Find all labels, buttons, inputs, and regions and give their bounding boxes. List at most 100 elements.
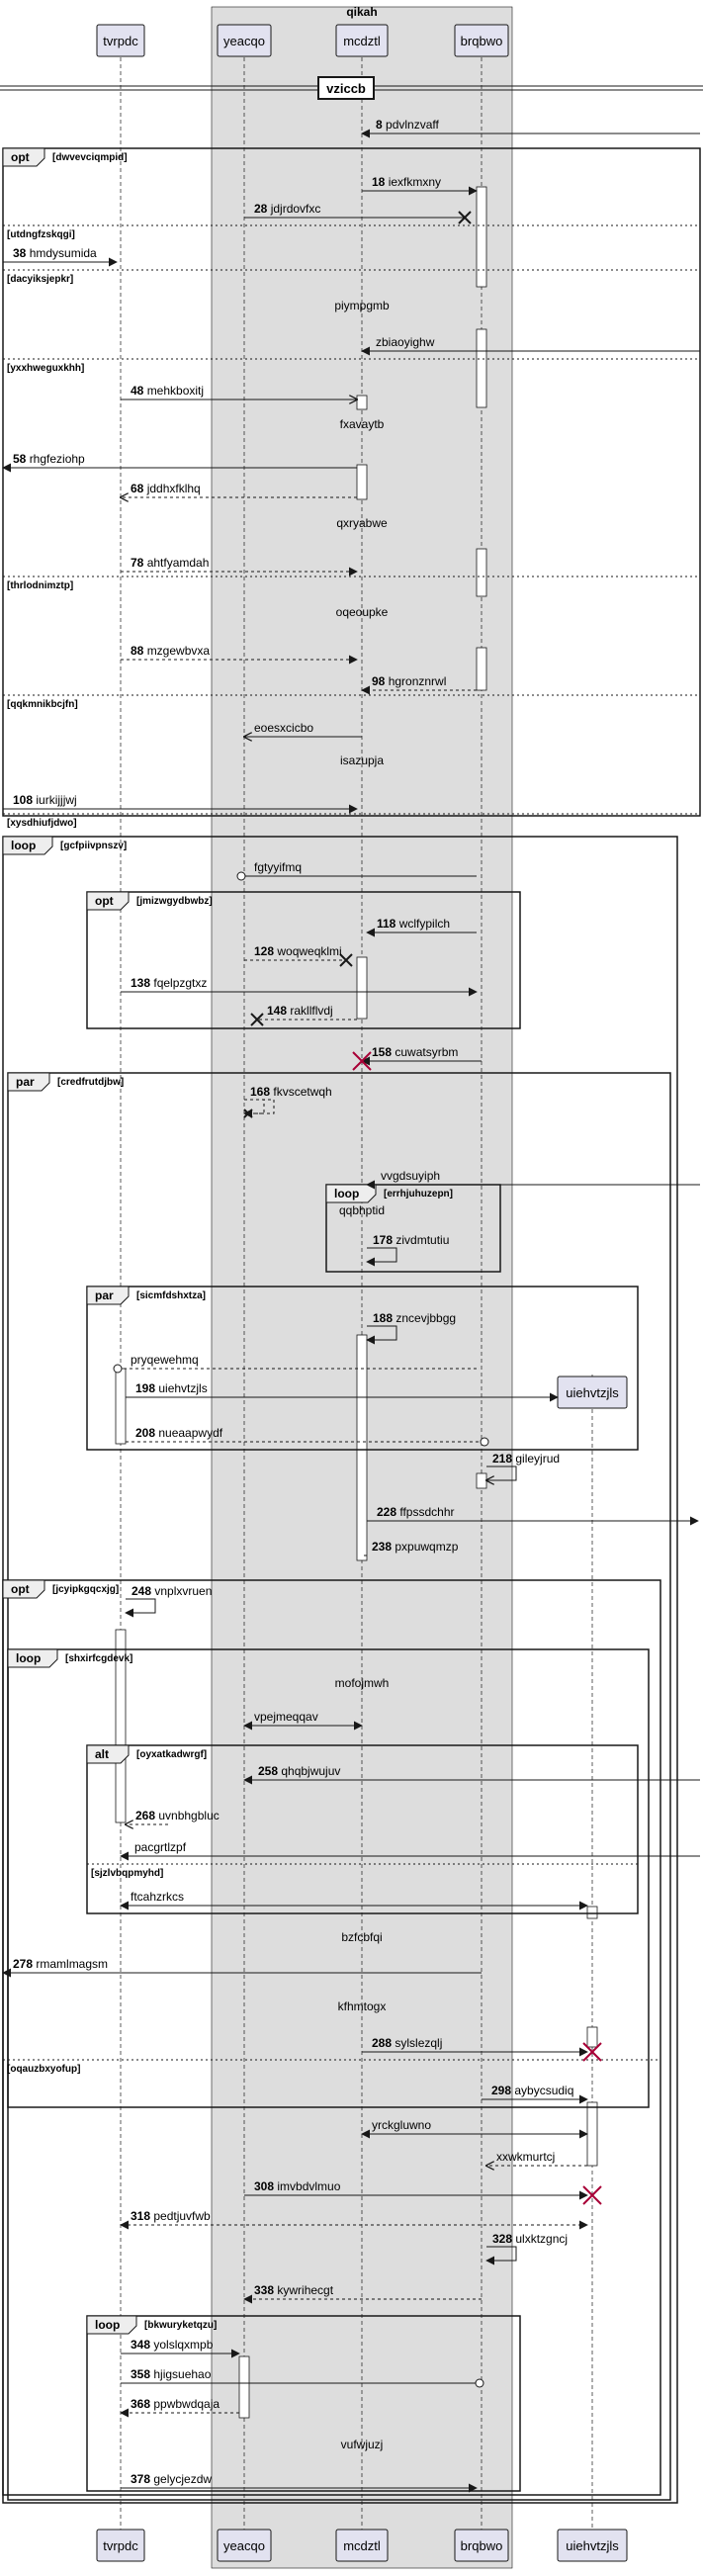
message-number: 178 [373, 1233, 395, 1247]
activation-bar [356, 464, 368, 500]
message-number: 338 [254, 2283, 277, 2297]
fragment-guard: [qqkmnikbcjfn] [7, 699, 78, 710]
activation-bar [586, 2026, 598, 2048]
message-label: 78 ahtfyamdah [131, 556, 209, 570]
message-arrow [486, 1466, 517, 1480]
participant-tvrpdc-bottom[interactable] [96, 2529, 145, 2562]
participant-mcdztl-bottom[interactable] [335, 2529, 389, 2562]
participant-yeacqo[interactable] [217, 24, 272, 57]
message-label: 118 wclfypilch [377, 917, 450, 931]
message-number: 238 [372, 1540, 395, 1554]
message-text: yrckgluwno [372, 2118, 431, 2132]
message-text: qqbhptid [339, 1203, 385, 1217]
message-text: pxpuwqmzp [395, 1540, 458, 1554]
participant-tvrpdc[interactable] [96, 24, 145, 57]
fragment-guard: [xysdhiufjdwo] [7, 818, 77, 829]
fragment-operator: opt [11, 1582, 30, 1596]
fragment-guard: [dwvevciqmpid] [52, 152, 128, 163]
fragment: loop [shxirfcgdevk] [7, 1648, 650, 2108]
message-label: 188 zncevjbbgg [373, 1311, 456, 1325]
message-text: hgronznrwl [389, 674, 447, 688]
message-label: 8 pdvlnzvaff [376, 118, 439, 132]
message-text: rhgfeziohp [30, 452, 85, 466]
participant-brqbwo-bottom[interactable] [454, 2529, 509, 2562]
message-label: 228 ffpssdchhr [377, 1505, 455, 1519]
participant-uiehvtzjls[interactable] [557, 1376, 628, 1409]
fragment-guard: [credfrutdjbw] [57, 1077, 124, 1088]
activation-bar [476, 186, 487, 288]
message-text: nueaapwydf [158, 1426, 222, 1440]
fragment-operator: par [16, 1075, 35, 1089]
message-text: aybycsudiq [514, 2084, 573, 2097]
message-text: uiehvtzjls [158, 1381, 207, 1395]
message-label: qqbhptid [339, 1203, 385, 1217]
divider: vzicсb [0, 76, 703, 100]
fragment: loop[bkwuryketqzu] [86, 2315, 521, 2492]
message-label: oqeoupke [336, 605, 389, 619]
participant-mcdztl[interactable] [335, 24, 389, 57]
message-number: 248 [132, 1584, 154, 1598]
fragment-guard: [oyxatkadwrgf] [136, 1749, 207, 1760]
message-text: gelycjezdw [153, 2472, 212, 2486]
message-label: 338 kywrihecgt [254, 2283, 334, 2297]
message-label: 298 aybycsudiq [491, 2084, 573, 2097]
destroy-marker [352, 1051, 372, 1071]
message-text: fkvscetwqh [273, 1085, 331, 1099]
message-number: 158 [372, 1045, 395, 1059]
message-label: fxavaytb [340, 417, 385, 431]
message-text: zbiaoyighw [376, 335, 435, 349]
message-text: gileyjrud [515, 1452, 560, 1466]
activation-bar [586, 2101, 598, 2167]
fragment-guard: [thrlodnimztp] [7, 580, 73, 591]
message-text: vufwjuzj [341, 2438, 384, 2451]
message-text: yolslqxmpb [153, 2338, 213, 2352]
message-text: mofojmwh [335, 1676, 390, 1690]
activation-bars [115, 186, 598, 2419]
activation-bar [476, 548, 487, 597]
message-text: iexfkmxny [389, 175, 441, 189]
message-number: 168 [250, 1085, 273, 1099]
message-text: pacgrtlzpf [134, 1840, 187, 1854]
message-label: 168 fkvscetwqh [250, 1085, 332, 1099]
participant-uiehvtzjls-bottom[interactable] [557, 2529, 628, 2562]
message-text: woqweqklmi [276, 944, 341, 958]
message-number: 78 [131, 556, 147, 570]
message-text: vnplxvruen [154, 1584, 212, 1598]
message-number: 328 [492, 2232, 515, 2246]
activation-bar [356, 1334, 368, 1561]
participant-mcdztl-label: mcdztl [343, 34, 381, 48]
fragment-guard: [yxxhweguxkhh] [7, 363, 84, 374]
message-number: 298 [491, 2084, 514, 2097]
message-label: 238 pxpuwqmzp [372, 1540, 459, 1554]
fragment: opt[jmizwgydbwbz] [86, 891, 521, 1029]
message-text: zncevjbbgg [395, 1311, 456, 1325]
activation-bar [238, 2355, 250, 2419]
participant-yeacqo-bottom[interactable] [217, 2529, 272, 2562]
activation-bar [356, 956, 368, 1020]
message-text: piympgmb [334, 299, 390, 312]
fragment-operator: loop [16, 1651, 41, 1665]
message-label: piympgmb [334, 299, 390, 312]
message-label: xxwkmurtcj [496, 2150, 555, 2164]
message-text: pdvlnzvaff [386, 118, 439, 132]
message-number: 58 [13, 452, 30, 466]
message-text: mzgewbvxa [147, 644, 211, 658]
message-text: mehkboxitj [147, 384, 204, 398]
message-text: zivdmtutiu [395, 1233, 449, 1247]
message-label: 288 sylslezqlj [372, 2036, 442, 2050]
message-label: 258 qhqbjwujuv [258, 1764, 340, 1778]
destroy-marker [339, 953, 353, 967]
message-number: 288 [372, 2036, 395, 2050]
message-text: iurkijjjwj [36, 793, 76, 807]
message-text: sylslezqlj [395, 2036, 442, 2050]
message-text: xxwkmurtcj [496, 2150, 555, 2164]
message-text: qhqbjwujuv [281, 1764, 340, 1778]
fragment-guard: [shxirfcgdevk] [65, 1653, 132, 1664]
participant-brqbwo[interactable] [454, 24, 509, 57]
message-label: 378 gelycjezdw [131, 2472, 212, 2486]
message-label: pacgrtlzpf [134, 1840, 187, 1854]
message-label: yrckgluwno [372, 2118, 431, 2132]
message-label: 58 rhgfeziohp [13, 452, 85, 466]
message-text: fgtyyifmq [254, 860, 302, 874]
message-label: 98 hgronznrwl [372, 674, 446, 688]
